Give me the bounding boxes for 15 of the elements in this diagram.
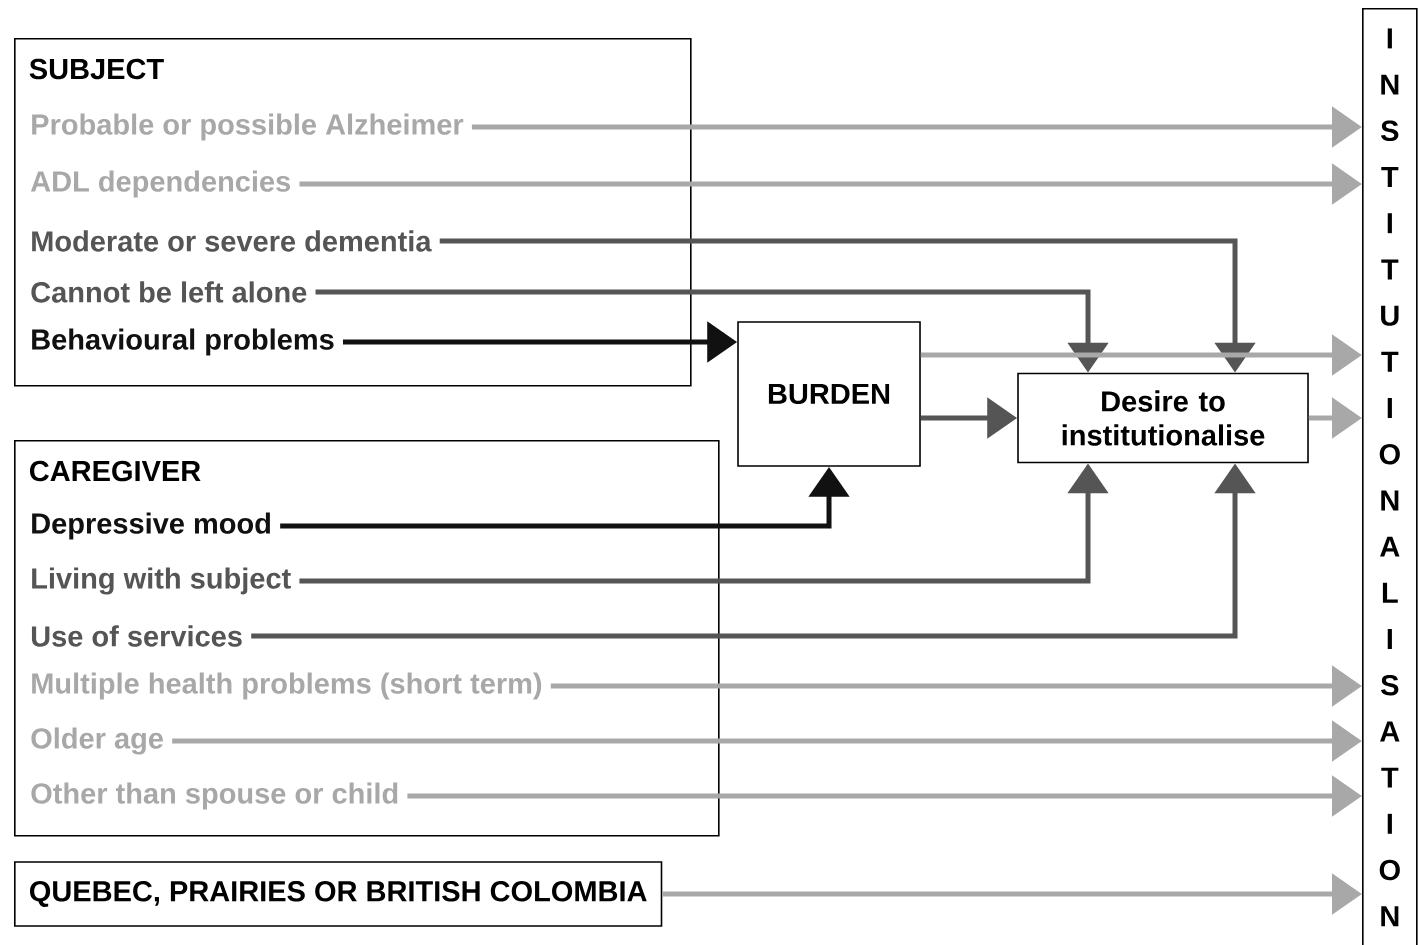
process-box: Desire to institutionalise bbox=[1017, 372, 1309, 464]
factor-label: Probable or possible Alzheimer bbox=[32, 113, 464, 141]
factor-label: Behavioural problems bbox=[32, 328, 334, 356]
factor-label: Older age bbox=[31, 727, 163, 755]
factor-label: Cannot be left alone bbox=[31, 281, 307, 303]
factor-label: Moderate or severe dementia bbox=[32, 230, 432, 252]
process-box: BURDEN bbox=[737, 321, 921, 467]
factor-label: Depressive mood bbox=[32, 512, 270, 540]
factor-label: Other than spouse or child bbox=[31, 782, 398, 810]
factor-label: ADL dependencies bbox=[30, 170, 291, 198]
factor-label: Use of services bbox=[31, 625, 242, 647]
region-box: QUEBEC, PRAIRIES OR BRITISH COLOMBIA bbox=[14, 861, 663, 927]
factor-label: Living with subject bbox=[32, 567, 291, 595]
outcome-bar: INSTITUTIONALISATION bbox=[1362, 8, 1418, 945]
factor-label: Multiple health problems (short term) bbox=[32, 672, 542, 700]
